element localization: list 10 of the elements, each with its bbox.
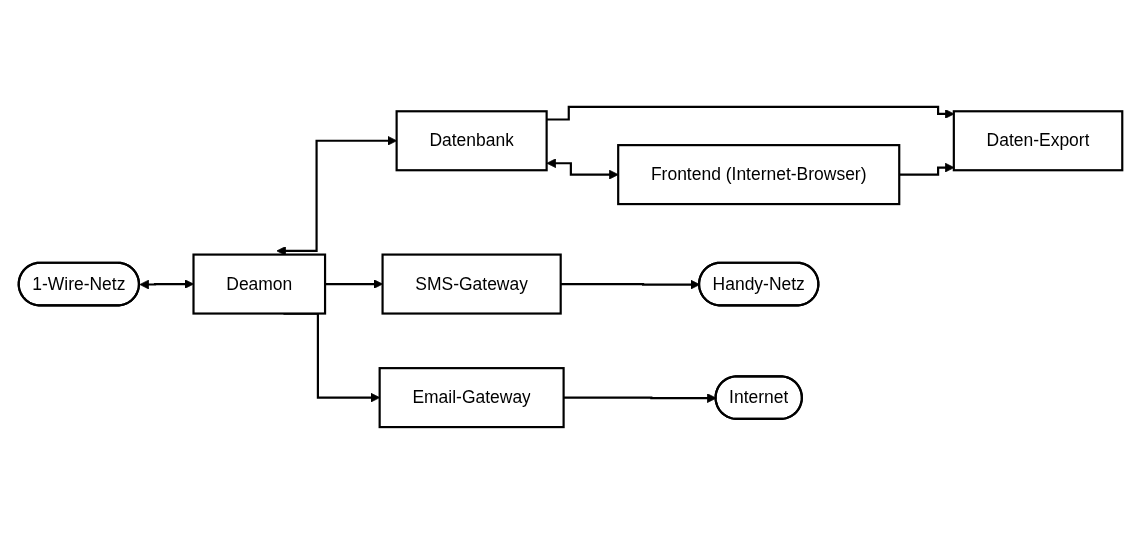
node-box: Email-Gateway [378, 367, 565, 429]
node-box: Deamon [192, 253, 327, 315]
node-box: Daten-Export [952, 110, 1124, 172]
arrow [899, 162, 955, 176]
node-box: Datenbank [395, 110, 548, 172]
arrow [325, 279, 383, 289]
node-box: Frontend (Internet-Browser) [617, 144, 901, 206]
arrow [546, 158, 619, 180]
node-box: SMS-Gateway [381, 253, 562, 315]
arrow [139, 279, 194, 290]
